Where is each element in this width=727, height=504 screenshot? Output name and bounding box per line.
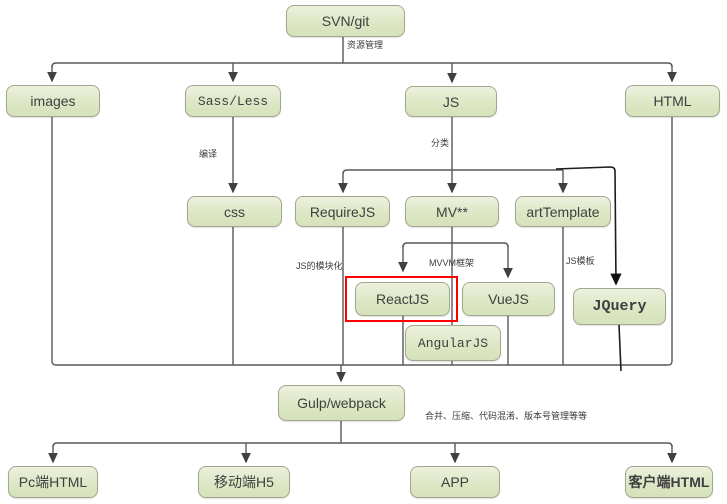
edge-label-classify: 分类: [431, 138, 450, 148]
node-client-html: 客户端HTML: [625, 466, 713, 498]
edge-jquery-out: [618, 324, 622, 372]
node-js: JS: [405, 86, 497, 117]
node-css: css: [187, 196, 282, 227]
edge-label-compile: 编译: [199, 149, 218, 159]
edge-top-bus: [51, 62, 673, 68]
edge-js-split-bus: [342, 169, 563, 175]
edge-jquery-in: [555, 166, 622, 286]
node-reactjs: ReactJS: [355, 282, 450, 316]
edge-bottom-bus: [51, 360, 673, 366]
node-images: images: [6, 85, 100, 117]
node-vuejs: VueJS: [462, 282, 555, 316]
node-app: APP: [410, 466, 500, 498]
edge-label-resource-management: 资源管理: [347, 40, 384, 50]
edge-label-js-modular: JS的模块化: [296, 261, 343, 271]
edge-output-bus: [52, 442, 673, 448]
node-mv: MV**: [405, 196, 499, 227]
node-arttemplate: artTemplate: [515, 196, 611, 227]
node-mobile-h5: 移动端H5: [198, 466, 290, 498]
edge-label-build-note: 合并、压缩、代码混淆、版本号管理等等: [425, 411, 588, 421]
node-angularjs: AngularJS: [405, 325, 501, 361]
node-gulp-webpack: Gulp/webpack: [278, 385, 405, 421]
edges-gray: [47, 37, 677, 464]
node-requirejs: RequireJS: [295, 196, 390, 227]
node-sass-less: Sass/Less: [185, 85, 281, 117]
edges-black-annotation: [555, 166, 622, 372]
node-html: HTML: [625, 85, 720, 117]
reactjs-highlight-box: [345, 276, 458, 322]
node-jquery: JQuery: [573, 288, 666, 325]
node-pc-html: Pc端HTML: [8, 466, 98, 498]
edge-label-js-template: JS模板: [566, 256, 595, 266]
edge-label-mvvm-framework: MVVM框架: [429, 258, 475, 268]
node-svn-git: SVN/git: [286, 5, 405, 37]
edge-mv-split-bus: [402, 242, 509, 248]
